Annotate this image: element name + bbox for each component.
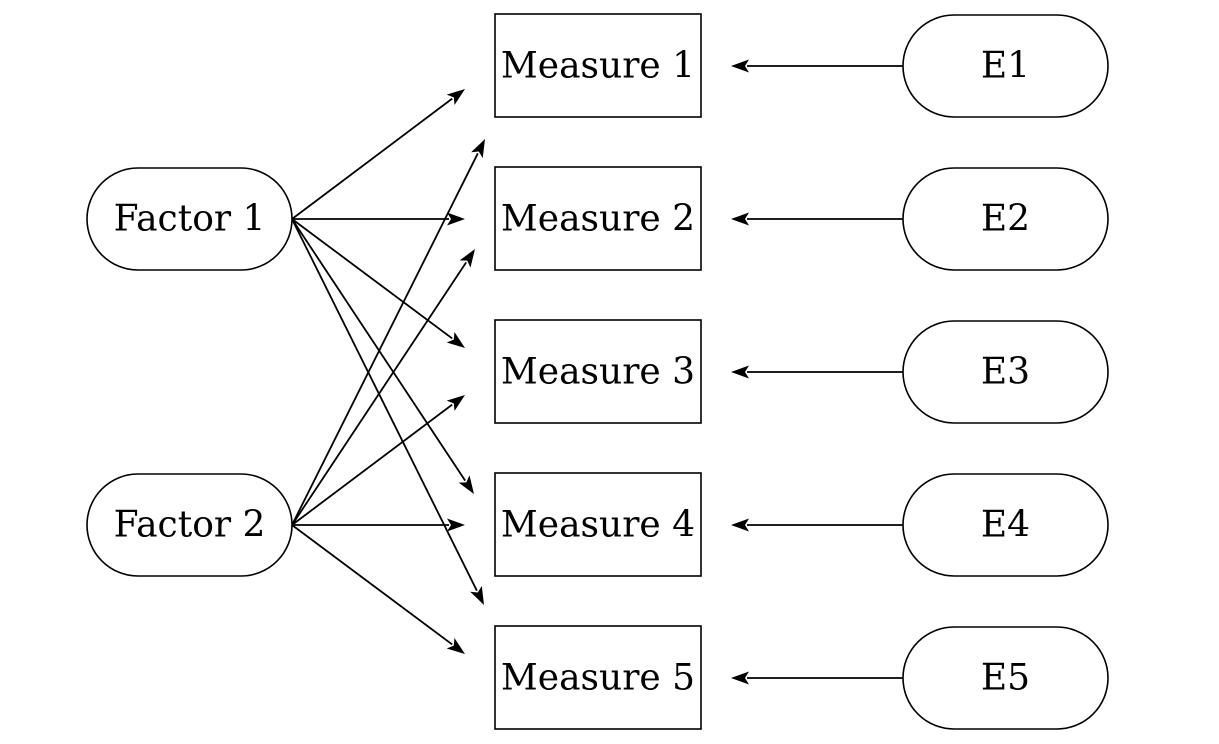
edge-f1-m1 <box>291 89 465 220</box>
measure-node-1: Measure 1 <box>494 13 702 118</box>
edge-f2-m1 <box>291 139 485 526</box>
edge-f1-m4-arrowhead <box>458 475 474 494</box>
edge-f1-m5-line <box>291 218 478 592</box>
edge-f2-m2-arrowhead <box>459 249 475 268</box>
edge-f2-m1-arrowhead <box>471 139 485 159</box>
factor-node-2: Factor 2 <box>86 473 293 577</box>
error-label-3: E3 <box>981 352 1030 393</box>
measure-label-5: Measure 5 <box>501 658 695 699</box>
edge-e4-m4-arrowhead <box>731 518 749 532</box>
edge-e3-m3-arrowhead <box>731 365 749 379</box>
error-label-5: E5 <box>981 658 1030 699</box>
edge-f1-m2 <box>292 212 465 226</box>
measure-label-3: Measure 3 <box>501 352 695 393</box>
error-label-2: E2 <box>981 199 1030 240</box>
edge-f2-m4 <box>292 518 465 532</box>
edge-f1-m3 <box>291 218 465 348</box>
measure-node-4: Measure 4 <box>494 472 702 577</box>
edge-f1-m3-arrowhead <box>446 332 465 348</box>
edge-f2-m2 <box>291 249 475 526</box>
edge-e1-m1-arrowhead <box>731 59 749 73</box>
error-node-5: E5 <box>902 626 1109 730</box>
edge-f1-m1-arrowhead <box>446 89 465 106</box>
error-node-1: E1 <box>902 14 1109 118</box>
edge-f1-m5 <box>291 218 484 605</box>
edge-f2-m3-arrowhead <box>446 395 465 412</box>
edge-f2-m5 <box>291 524 465 654</box>
measure-node-3: Measure 3 <box>494 319 702 424</box>
edge-e5-m5-arrowhead <box>731 671 749 685</box>
factor-label-1: Factor 1 <box>114 199 266 240</box>
error-node-2: E2 <box>902 167 1109 271</box>
edge-f1-m4 <box>291 218 474 494</box>
measure-label-4: Measure 4 <box>501 505 695 546</box>
edge-e3-m3 <box>731 365 903 379</box>
edge-f2-m2-line <box>291 261 467 526</box>
edge-f2-m1-line <box>291 152 479 526</box>
edge-e4-m4 <box>731 518 903 532</box>
edge-f2-m3 <box>291 395 465 526</box>
edge-f1-m2-arrowhead <box>447 212 465 226</box>
factor-label-2: Factor 2 <box>114 505 266 546</box>
error-label-4: E4 <box>981 505 1030 546</box>
edge-f2-m3-line <box>291 403 453 526</box>
edge-e2-m2-arrowhead <box>731 212 749 226</box>
factor-node-1: Factor 1 <box>86 167 293 271</box>
edge-e2-m2 <box>731 212 903 226</box>
error-node-3: E3 <box>902 320 1109 424</box>
edge-f1-m5-arrowhead <box>470 585 484 605</box>
edge-e5-m5 <box>731 671 903 685</box>
edge-f2-m5-arrowhead <box>446 638 465 654</box>
measure-node-5: Measure 5 <box>494 625 702 730</box>
error-label-1: E1 <box>981 46 1030 87</box>
edge-f2-m5-line <box>291 524 453 646</box>
edge-f1-m3-line <box>291 218 453 340</box>
measure-label-1: Measure 1 <box>501 46 695 87</box>
edge-e1-m1 <box>731 59 903 73</box>
edges-layer <box>291 59 903 685</box>
measure-node-2: Measure 2 <box>494 166 702 271</box>
edge-f1-m1-line <box>291 97 453 220</box>
edge-f2-m4-arrowhead <box>447 518 465 532</box>
error-node-4: E4 <box>902 473 1109 577</box>
measure-label-2: Measure 2 <box>501 199 695 240</box>
